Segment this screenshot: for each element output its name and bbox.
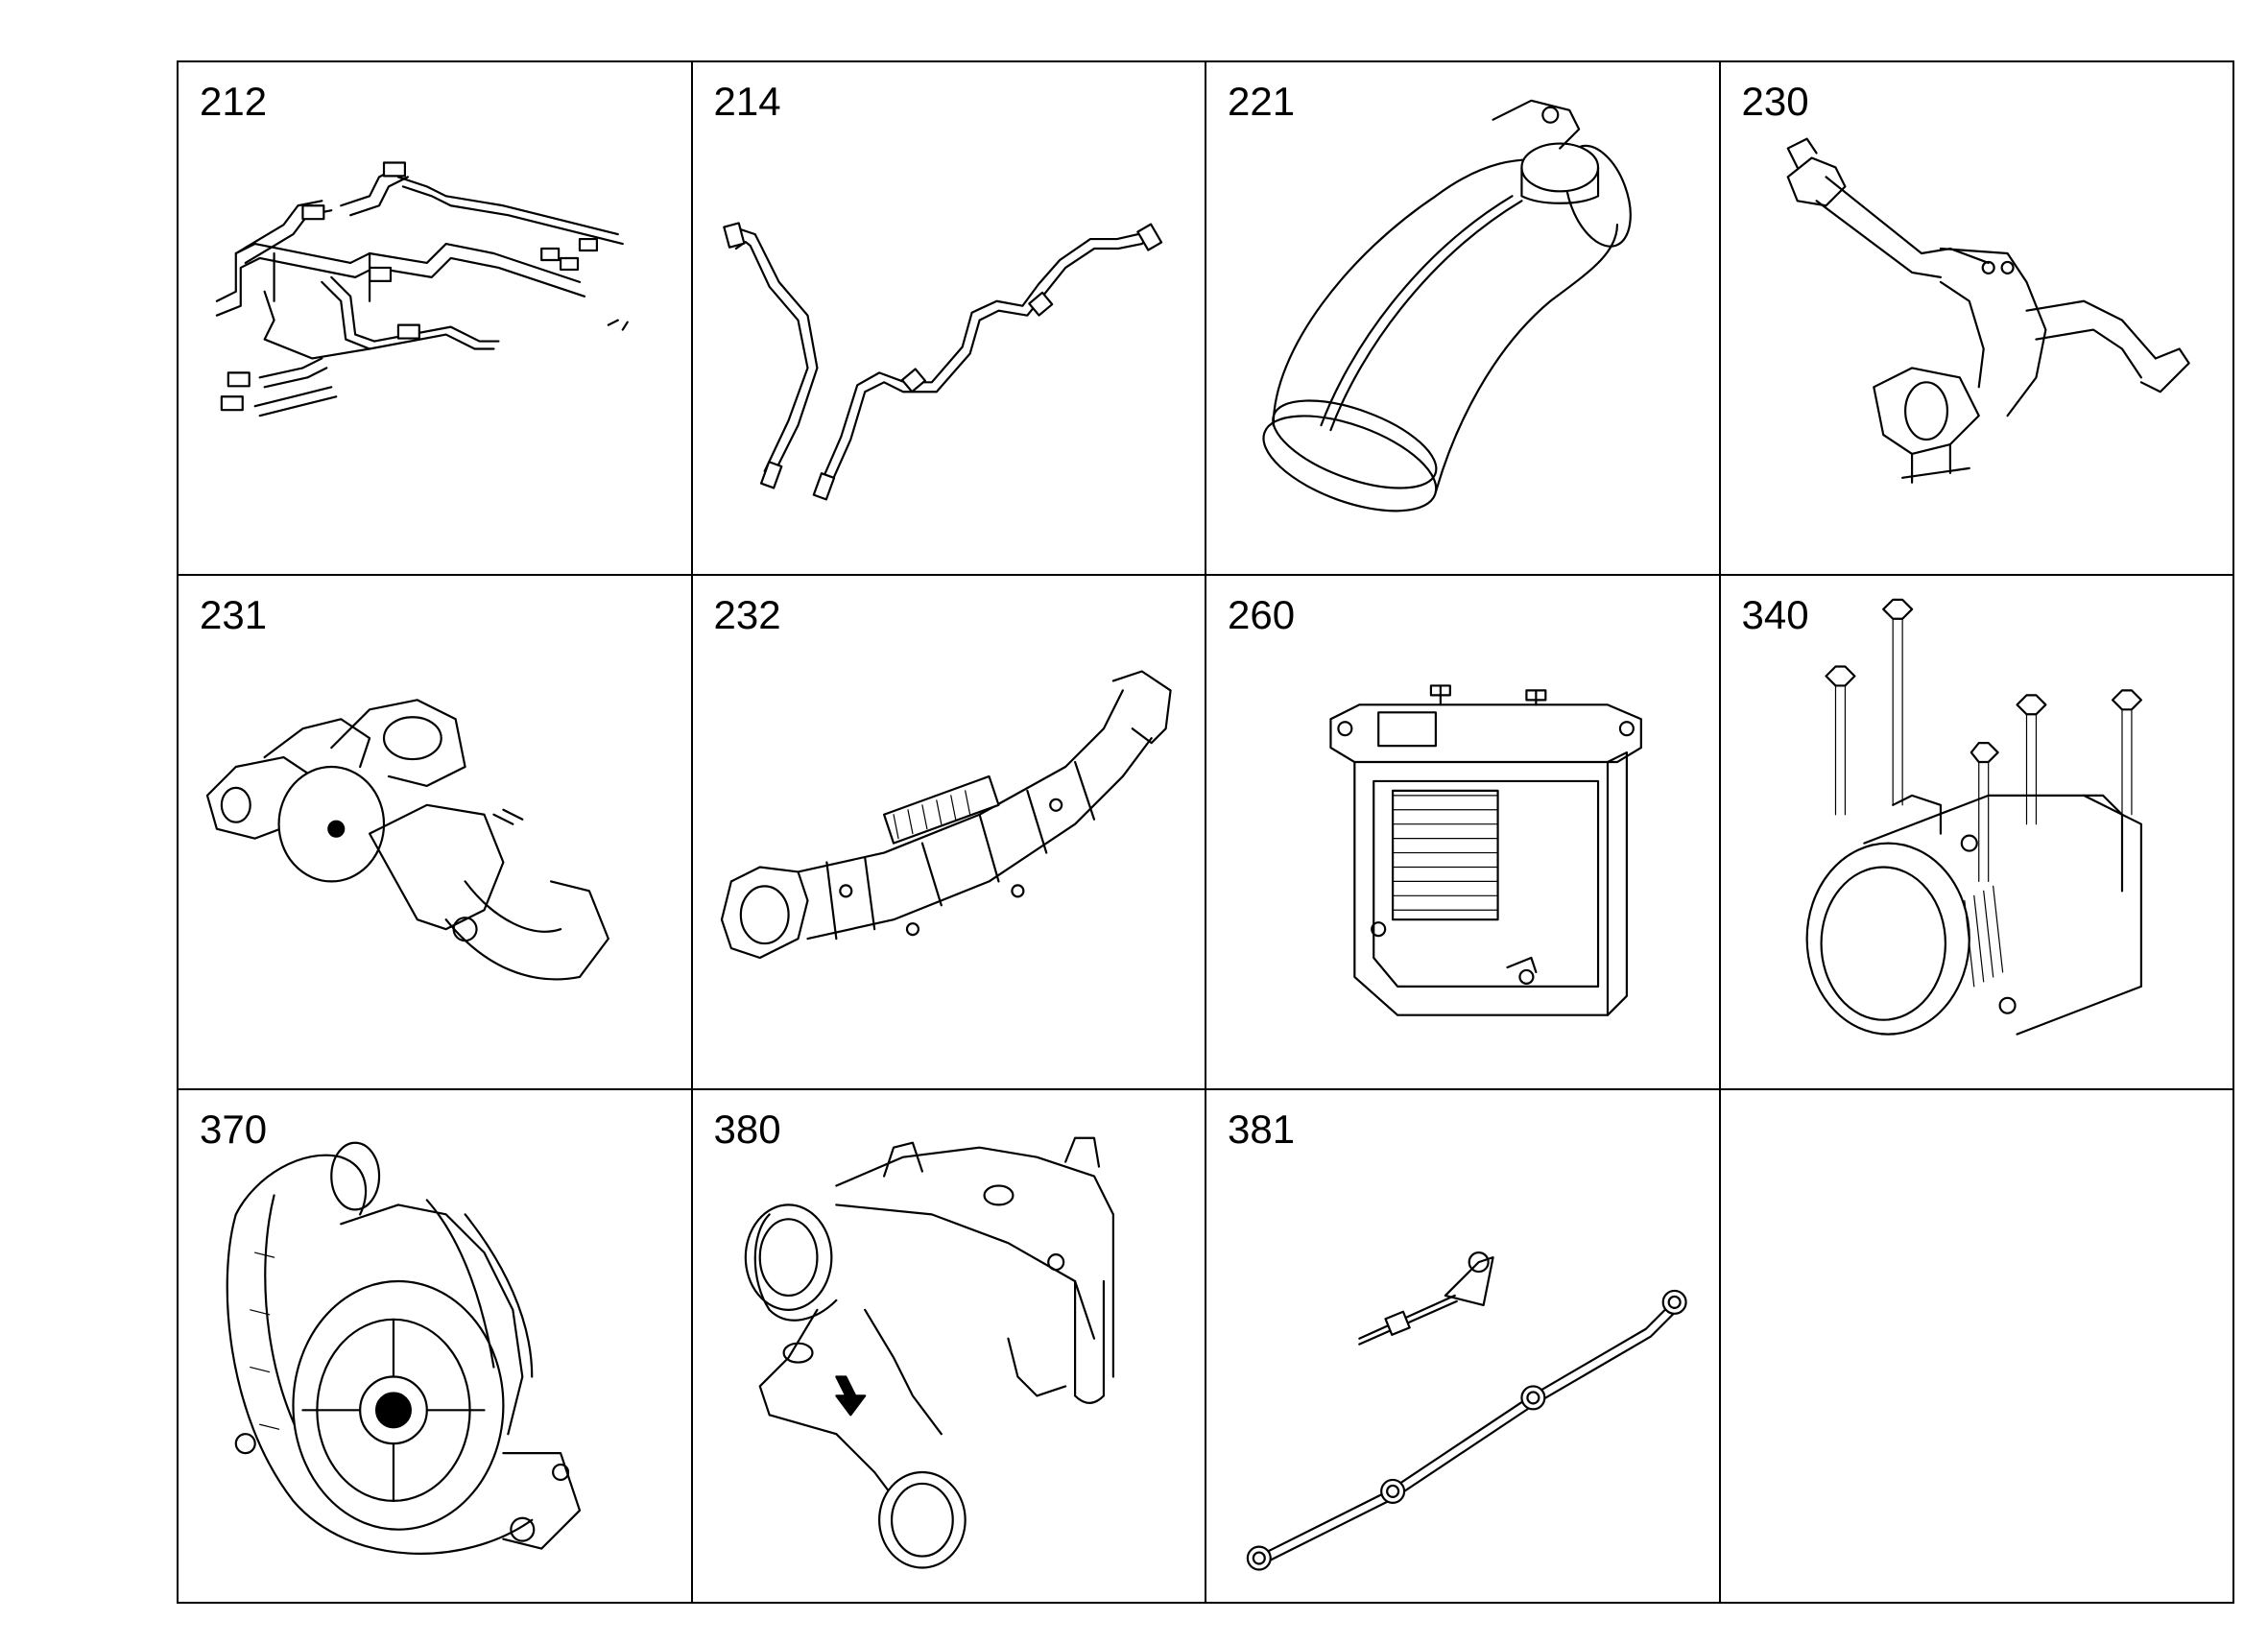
turbocharger-icon [226, 1141, 582, 1555]
parts-catalog-grid: 212 214 [177, 60, 2234, 1604]
manifold-icon [205, 699, 609, 981]
elbow-hose-icon [1262, 99, 1632, 512]
pipe-bracket-icon [1786, 137, 2190, 484]
part-cell-370[interactable]: 370 [179, 1089, 693, 1604]
part-number: 212 [200, 79, 268, 124]
part-cell-221[interactable]: 221 [1206, 62, 1721, 577]
pipe-line-icon [722, 222, 1162, 501]
empty-cell [1720, 1089, 2234, 1604]
part-cell-260[interactable]: 260 [1206, 576, 1721, 1090]
part-cell-380[interactable]: 380 [692, 1089, 1206, 1604]
part-cell-230[interactable]: 230 [1720, 62, 2234, 577]
part-cell-232[interactable]: 232 [692, 576, 1206, 1090]
part-number: 221 [1228, 79, 1296, 124]
ac-compressor-icon [1805, 599, 2142, 1036]
part-number: 380 [713, 1106, 781, 1152]
rod-linkage-icon [1246, 1251, 1687, 1571]
part-number: 381 [1228, 1106, 1296, 1152]
part-cell-231[interactable]: 231 [179, 576, 693, 1090]
intake-manifold-icon [720, 670, 1172, 960]
part-number: 260 [1228, 592, 1296, 638]
part-cell-212[interactable]: 212 [179, 62, 693, 577]
part-number: 231 [200, 592, 268, 638]
part-number: 214 [713, 79, 781, 124]
pump-housing-icon [744, 1136, 1114, 1569]
part-number: 340 [1741, 592, 1809, 638]
fuel-line-harness-icon [215, 161, 629, 417]
heater-block-icon [1329, 684, 1642, 1017]
part-cell-340[interactable]: 340 [1720, 576, 2234, 1090]
part-number: 230 [1741, 79, 1809, 124]
part-cell-381[interactable]: 381 [1206, 1089, 1721, 1604]
part-number: 232 [713, 592, 781, 638]
part-cell-214[interactable]: 214 [692, 62, 1206, 577]
part-number: 370 [200, 1106, 268, 1152]
